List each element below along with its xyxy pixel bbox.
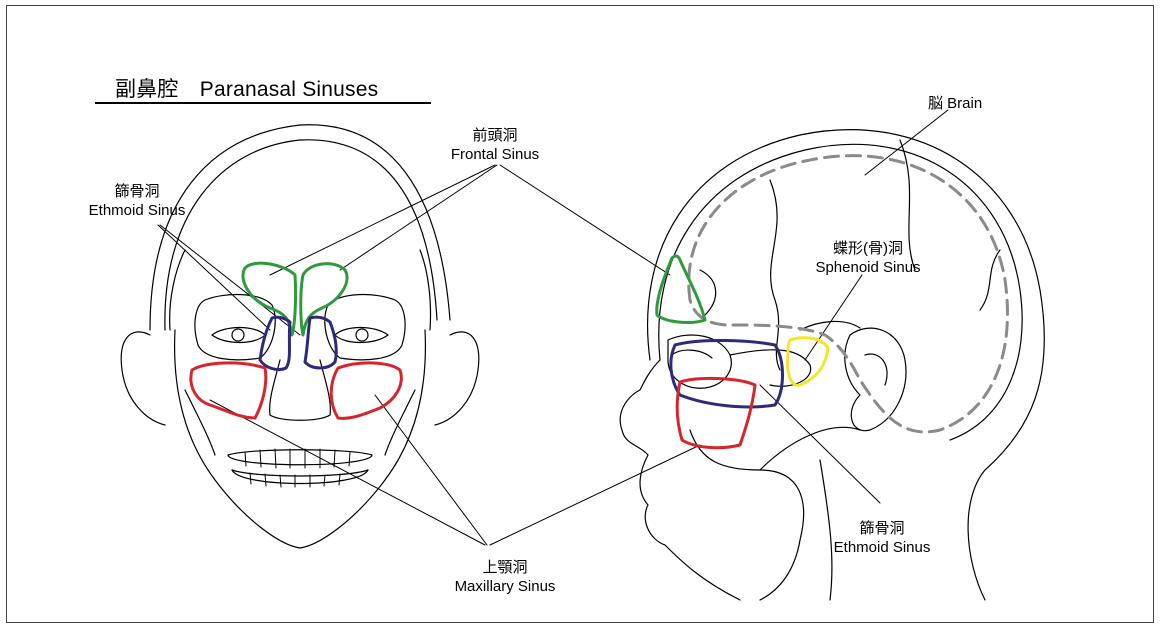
label-ethmoid-side: 篩骨洞 Ethmoid Sinus bbox=[822, 519, 942, 557]
label-frontal-sinus: 前頭洞 Frontal Sinus bbox=[440, 126, 550, 164]
label-ethmoid-side-en: Ethmoid Sinus bbox=[822, 538, 942, 557]
side-sinuses bbox=[657, 156, 1008, 448]
label-ethmoid-side-jp: 篩骨洞 bbox=[822, 519, 942, 538]
label-sphenoid-en: Sphenoid Sinus bbox=[808, 258, 928, 277]
label-sphenoid-sinus: 蝶形(骨)洞 Sphenoid Sinus bbox=[808, 239, 928, 277]
label-maxillary-jp: 上顎洞 bbox=[440, 558, 570, 577]
brain-outline bbox=[689, 156, 1008, 432]
label-ethmoid-front-en: Ethmoid Sinus bbox=[77, 201, 197, 220]
label-frontal-en: Frontal Sinus bbox=[440, 145, 550, 164]
maxillary-sinus-side bbox=[677, 378, 755, 447]
label-sphenoid-jp: 蝶形(骨)洞 bbox=[808, 239, 928, 258]
leader-lines bbox=[158, 110, 948, 545]
label-maxillary-en: Maxillary Sinus bbox=[440, 577, 570, 596]
label-brain: 脳 Brain bbox=[928, 94, 1008, 113]
title-underline bbox=[95, 102, 431, 104]
label-maxillary-sinus: 上顎洞 Maxillary Sinus bbox=[440, 558, 570, 596]
label-ethmoid-front: 篩骨洞 Ethmoid Sinus bbox=[77, 182, 197, 220]
label-frontal-jp: 前頭洞 bbox=[440, 126, 550, 145]
maxillary-sinus-front bbox=[191, 363, 401, 418]
label-ethmoid-front-jp: 篩骨洞 bbox=[77, 182, 197, 201]
diagram-title: 副鼻腔 Paranasal Sinuses bbox=[115, 73, 378, 103]
